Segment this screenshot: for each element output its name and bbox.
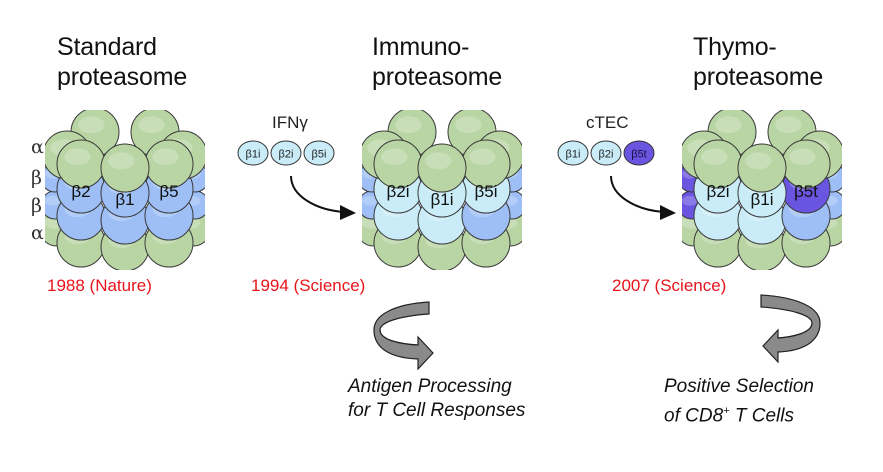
immuno-title: Immuno- proteasome bbox=[372, 32, 502, 92]
immuno-outcome-line1: Antigen Processing bbox=[348, 376, 512, 397]
subunit-label-2: β5t bbox=[794, 182, 818, 201]
thymo-outcome-line1: Positive Selection bbox=[664, 376, 814, 397]
alpha-top-front-0-highlight bbox=[64, 148, 91, 166]
alpha-top-front-2-highlight bbox=[108, 152, 135, 170]
thymo-citation: 2007 (Science) bbox=[612, 276, 727, 295]
alpha-top-back-1-highlight bbox=[455, 116, 482, 134]
alpha-top-front-2 bbox=[100, 143, 150, 193]
subunit-label-2: β5 bbox=[159, 182, 178, 201]
layer-label-beta-bottom: β bbox=[31, 195, 42, 217]
curved-arrow-left-shape bbox=[760, 294, 821, 363]
free-subunit-label-2: β5i bbox=[312, 149, 327, 161]
immuno-citation: 1994 (Science) bbox=[251, 276, 366, 295]
thymo-outcome-line2-post: T Cells bbox=[729, 405, 794, 427]
free-subunit-label-2: β5t bbox=[631, 149, 647, 161]
incorporation-arrow-shaft bbox=[610, 175, 665, 213]
free-subunit-0 bbox=[237, 140, 269, 166]
alpha-top-back-1-highlight bbox=[775, 116, 802, 134]
layer-label-alpha-top: α bbox=[31, 136, 44, 158]
beta-side-lower-left-highlight bbox=[362, 195, 378, 206]
immuno-outcome: Antigen Processing for T Cell Responses bbox=[348, 375, 525, 423]
free-subunit-1 bbox=[270, 140, 302, 166]
thymo-outcome-line2-pre: of CD8 bbox=[664, 405, 724, 427]
immuno-outcome-line2: for T Cell Responses bbox=[348, 400, 526, 421]
thymo-outcome-line2: of CD8+ T Cells bbox=[664, 399, 814, 428]
thymo-title-line1: Thymo- bbox=[693, 33, 777, 61]
free-subunit-label-1: β2i bbox=[599, 149, 614, 161]
beta-side-lower-left-highlight bbox=[682, 195, 698, 206]
alpha-top-back-0-highlight bbox=[395, 116, 422, 134]
incorporation-arrowhead-icon bbox=[660, 205, 676, 220]
free-subunit-label-0: β1i bbox=[566, 149, 581, 161]
alpha-top-front-2-highlight bbox=[425, 152, 452, 170]
alpha-top-back-0-highlight bbox=[715, 116, 742, 134]
alpha-top-front-2 bbox=[737, 143, 787, 193]
standard-proteasome-barrel: β2 β1 β5 bbox=[45, 110, 205, 270]
layer-label-alpha-bottom: α bbox=[31, 222, 44, 244]
subunit-label-2: β5i bbox=[474, 182, 497, 201]
alpha-top-front-0-highlight bbox=[381, 148, 408, 166]
immuno-induction: β1i β2i β5i bbox=[237, 140, 356, 220]
free-subunit-2 bbox=[303, 140, 335, 166]
ifn-gamma-label: IFNγ bbox=[272, 113, 308, 132]
standard-citation: 1988 (Nature) bbox=[47, 276, 152, 295]
subunit-label-0: β2i bbox=[706, 182, 729, 201]
immuno-title-line1: Immuno- bbox=[372, 33, 470, 61]
immuno-title-line2: proteasome bbox=[372, 63, 503, 91]
thymo-title-line2: proteasome bbox=[693, 63, 824, 91]
incorporation-arrow-shaft bbox=[290, 175, 345, 213]
subunit-label-1: β1 bbox=[115, 190, 134, 209]
thymo-outcome-superscript: + bbox=[723, 405, 730, 417]
alpha-top-front-1-highlight bbox=[789, 148, 816, 166]
alpha-top-back-0-highlight bbox=[78, 116, 105, 134]
curved-arrow-right-icon bbox=[373, 301, 434, 370]
curved-arrow-right-shape bbox=[373, 301, 434, 370]
alpha-top-front-1-highlight bbox=[152, 148, 179, 166]
thymo-induction: β1i β2i β5t bbox=[557, 140, 676, 220]
alpha-top-front-0-highlight bbox=[701, 148, 728, 166]
immuno-proteasome-barrel: β2i β1i β5i bbox=[362, 110, 522, 270]
alpha-top-back-1-highlight bbox=[138, 116, 165, 134]
layer-label-beta-top: β bbox=[31, 167, 42, 189]
free-subunit-label-0: β1i bbox=[246, 149, 261, 161]
alpha-top-front-2 bbox=[417, 143, 467, 193]
alpha-top-front-1-highlight bbox=[469, 148, 496, 166]
beta-side-lower-left-highlight bbox=[45, 195, 61, 206]
free-subunit-2 bbox=[623, 140, 655, 166]
standard-title-line1: Standard bbox=[57, 33, 157, 61]
free-subunit-0 bbox=[557, 140, 589, 166]
thymo-outcome: Positive Selection of CD8+ T Cells bbox=[664, 375, 814, 428]
free-subunit-label-1: β2i bbox=[279, 149, 294, 161]
subunit-label-1: β1i bbox=[750, 190, 773, 209]
alpha-top-front-2-highlight bbox=[745, 152, 772, 170]
free-subunit-1 bbox=[590, 140, 622, 166]
curved-arrow-left-icon bbox=[760, 294, 821, 363]
incorporation-arrowhead-icon bbox=[340, 205, 356, 220]
subunit-label-1: β1i bbox=[430, 190, 453, 209]
ctec-label: cTEC bbox=[586, 113, 629, 132]
subunit-label-0: β2 bbox=[71, 182, 90, 201]
subunit-label-0: β2i bbox=[386, 182, 409, 201]
standard-title-line2: proteasome bbox=[57, 63, 188, 91]
thymo-proteasome-barrel: β2i β1i β5t bbox=[682, 110, 842, 270]
thymo-title: Thymo- proteasome bbox=[693, 32, 823, 92]
standard-title: Standard proteasome bbox=[57, 32, 187, 92]
